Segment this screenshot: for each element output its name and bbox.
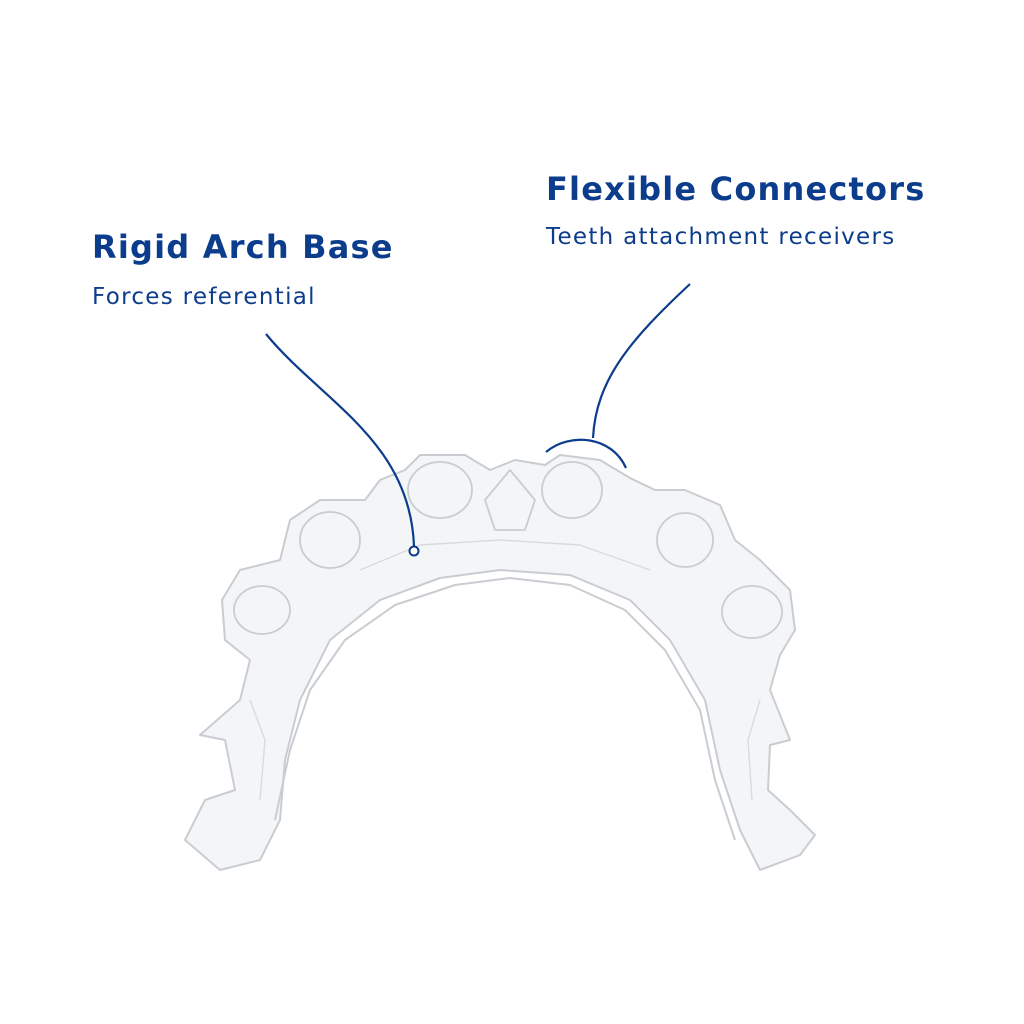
rigid-arch-base-title: Rigid Arch Base	[92, 228, 394, 266]
arch-inner-edge	[274, 577, 736, 841]
flexible-connectors-title: Flexible Connectors	[546, 170, 926, 208]
detail-line	[747, 699, 761, 801]
rigid-arch-base-anchor-dot	[408, 545, 420, 557]
tooth-receiver	[484, 469, 536, 531]
rigid-arch-base-leader-line	[265, 333, 416, 547]
detail-line	[359, 539, 651, 571]
appliance-detail-lines	[249, 539, 761, 801]
tooth-receiver	[721, 585, 783, 639]
tooth-receiver	[407, 461, 473, 519]
tooth-receiver	[299, 511, 361, 569]
flexible-connectors-subtitle: Teeth attachment receivers	[546, 224, 896, 250]
rigid-arch-base-subtitle: Forces referential	[92, 284, 316, 310]
detail-line	[249, 699, 266, 801]
tooth-receiver	[656, 512, 714, 568]
flexible-connectors-bracket	[545, 438, 628, 469]
tooth-receivers	[233, 461, 783, 639]
tooth-receiver	[233, 585, 291, 635]
dental-appliance-image	[184, 454, 816, 871]
tooth-receiver	[541, 461, 603, 519]
flexible-connectors-leader-line	[591, 283, 691, 439]
